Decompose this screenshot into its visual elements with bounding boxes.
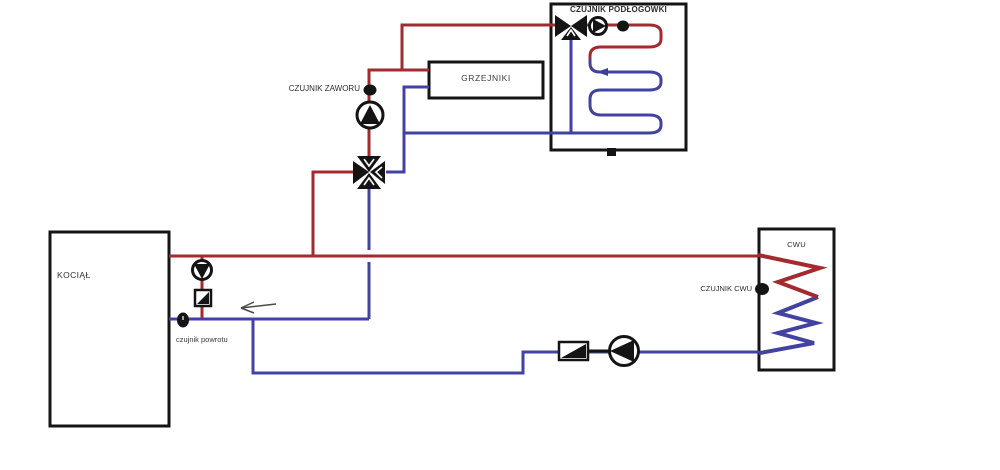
floor-box-bottom-stub xyxy=(607,148,616,156)
cwu-coil-cold-section xyxy=(759,295,824,355)
pumps xyxy=(191,16,640,367)
valve-sensor-label: CZUJNIK ZAWORU xyxy=(288,84,360,93)
cwu-tank-label: CWU xyxy=(787,240,806,249)
return-sensor-label: czujnik powrotu xyxy=(176,335,228,344)
cwu-coil-hot-section xyxy=(757,253,828,299)
cwu-return-pipe xyxy=(251,319,759,375)
floor-sensor-dot xyxy=(617,20,629,32)
boiler-label: KOCIĄŁ xyxy=(57,270,91,280)
boxes xyxy=(48,2,836,428)
radiators-return-pipe xyxy=(386,85,429,174)
radiators-box xyxy=(427,60,545,100)
supply-pipes xyxy=(169,23,828,318)
cwu-tank-box xyxy=(757,227,836,372)
three-way-mixing-valve-icon xyxy=(555,15,587,40)
floor-supply-branch xyxy=(400,23,556,70)
check-valves xyxy=(193,288,590,362)
floor-pump-icon xyxy=(588,16,608,36)
cwu-check-valve-icon xyxy=(557,340,590,362)
floor-coil-return-pipe xyxy=(404,57,663,135)
bypass-check-valve-icon xyxy=(193,288,213,308)
return-flow-arrow-left xyxy=(240,301,277,314)
floor-coil-hot-section xyxy=(586,23,663,59)
radiator-pump-icon xyxy=(355,100,385,130)
cwu-sensor-dot xyxy=(755,283,769,295)
floor-box-title: CZUJNIK PODŁOGÓWKI xyxy=(570,5,667,14)
sensors xyxy=(177,20,769,328)
cwu-sensor-label: CZUJNIK CWU xyxy=(700,284,752,293)
floor-coil-flow-arrow xyxy=(597,68,608,76)
flow-arrows xyxy=(240,68,608,314)
radiators-label: GRZEJNIKI xyxy=(461,73,511,83)
cwu-pump-icon xyxy=(608,335,640,367)
boiler-box xyxy=(48,230,171,428)
valve-sensor-dot xyxy=(363,84,377,96)
mixing-valve-supply-branch xyxy=(311,170,353,256)
four-way-mixing-valve-icon xyxy=(353,156,385,189)
bypass-pump-icon xyxy=(191,259,213,281)
